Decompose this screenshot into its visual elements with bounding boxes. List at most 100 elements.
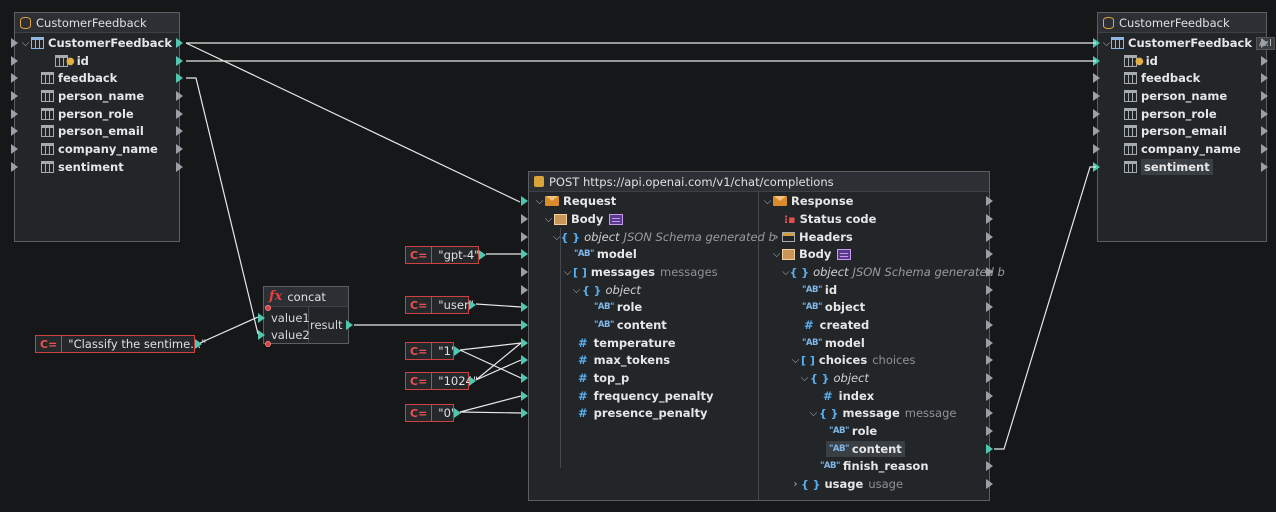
target-root-row[interactable]: ⌵ CustomerFeedback A:I bbox=[1089, 34, 1275, 52]
response-usage-row[interactable]: › { } usage usage bbox=[760, 475, 1000, 493]
input-port[interactable] bbox=[1093, 126, 1100, 136]
input-port[interactable] bbox=[11, 126, 18, 136]
chevron-down-icon[interactable]: ⌵ bbox=[808, 408, 819, 419]
output-port[interactable] bbox=[479, 250, 486, 260]
response-choice-object-row[interactable]: ⌵ { } object bbox=[760, 369, 1000, 387]
response-model-row[interactable]: "AB" model bbox=[760, 334, 1000, 352]
target-field-row[interactable]: sentiment bbox=[1089, 158, 1275, 176]
output-port[interactable] bbox=[176, 73, 183, 83]
constant-max-tokens[interactable]: C= "1024" bbox=[405, 372, 469, 390]
input-port[interactable] bbox=[11, 144, 18, 154]
input-port[interactable] bbox=[11, 91, 18, 101]
chevron-down-icon[interactable]: ⌵ bbox=[1102, 38, 1111, 49]
response-content-row[interactable]: "AB" content bbox=[760, 440, 1000, 458]
output-port[interactable] bbox=[176, 91, 183, 101]
request-row[interactable]: ⌵ Request bbox=[521, 192, 751, 210]
target-field-row[interactable]: person_email bbox=[1089, 122, 1275, 140]
output-port[interactable] bbox=[469, 300, 476, 310]
constant-model[interactable]: C= "gpt-4" bbox=[405, 246, 479, 264]
chevron-down-icon[interactable]: ⌵ bbox=[20, 38, 31, 49]
output-port[interactable] bbox=[986, 444, 993, 454]
input-port[interactable] bbox=[521, 408, 528, 418]
output-port[interactable] bbox=[176, 126, 183, 136]
request-role-row[interactable]: "AB" role bbox=[521, 298, 751, 316]
output-port[interactable] bbox=[1261, 91, 1268, 101]
output-port[interactable] bbox=[986, 391, 993, 401]
chevron-down-icon[interactable]: ⌵ bbox=[553, 232, 561, 243]
input-port[interactable] bbox=[521, 355, 528, 365]
input-port[interactable] bbox=[521, 320, 528, 330]
output-port[interactable] bbox=[1261, 126, 1268, 136]
input-port[interactable] bbox=[521, 285, 528, 295]
source-title-bar[interactable]: CustomerFeedback bbox=[15, 13, 179, 33]
input-port[interactable] bbox=[521, 196, 528, 206]
output-port[interactable] bbox=[986, 461, 993, 471]
schema-icon[interactable] bbox=[837, 249, 851, 260]
input-port[interactable] bbox=[11, 73, 18, 83]
output-port[interactable] bbox=[986, 426, 993, 436]
input-port[interactable] bbox=[521, 338, 528, 348]
input-port[interactable] bbox=[521, 249, 528, 259]
api-title-bar[interactable]: POST https://api.openai.com/v1/chat/comp… bbox=[529, 172, 989, 192]
input-port[interactable] bbox=[11, 162, 18, 172]
target-field-row[interactable]: person_name bbox=[1089, 87, 1275, 105]
request-presence-penalty-row[interactable]: # presence_penalty bbox=[521, 404, 751, 422]
output-port[interactable] bbox=[1261, 73, 1268, 83]
request-model-row[interactable]: "AB" model bbox=[521, 245, 751, 263]
constant-role[interactable]: C= "user" bbox=[405, 296, 469, 314]
output-port[interactable] bbox=[986, 267, 993, 277]
input-port[interactable] bbox=[1093, 91, 1100, 101]
input-port[interactable] bbox=[521, 302, 528, 312]
chevron-down-icon[interactable]: ⌵ bbox=[543, 214, 554, 225]
request-temperature-row[interactable]: # temperature bbox=[521, 334, 751, 352]
chevron-down-icon[interactable]: ⌵ bbox=[790, 355, 801, 366]
output-port[interactable] bbox=[986, 196, 993, 206]
response-created-row[interactable]: # created bbox=[760, 316, 1000, 334]
output-port[interactable] bbox=[176, 109, 183, 119]
request-object-row[interactable]: ⌵ { } object JSON Schema generated b bbox=[521, 228, 761, 246]
input-port[interactable] bbox=[521, 232, 528, 242]
request-msg-object-row[interactable]: ⌵ { } object bbox=[521, 281, 751, 299]
input-port[interactable] bbox=[258, 330, 265, 340]
output-port[interactable] bbox=[986, 285, 993, 295]
output-port[interactable] bbox=[176, 144, 183, 154]
chevron-down-icon[interactable]: ⌵ bbox=[562, 267, 573, 278]
response-finish-reason-row[interactable]: "AB" finish_reason bbox=[760, 457, 1000, 475]
chevron-down-icon[interactable]: ⌵ bbox=[782, 267, 790, 278]
request-top-p-row[interactable]: # top_p bbox=[521, 369, 751, 387]
output-port[interactable] bbox=[986, 232, 993, 242]
chevron-down-icon[interactable]: ⌵ bbox=[571, 285, 582, 296]
output-port[interactable] bbox=[454, 346, 461, 356]
target-field-row[interactable]: ● id bbox=[1089, 52, 1275, 70]
output-port[interactable] bbox=[195, 339, 202, 349]
output-port[interactable] bbox=[1261, 144, 1268, 154]
chevron-down-icon[interactable]: ⌵ bbox=[799, 373, 810, 384]
source-field-row[interactable]: feedback bbox=[8, 69, 188, 87]
input-port[interactable] bbox=[521, 373, 528, 383]
concat-input-row[interactable]: value1 bbox=[258, 309, 318, 327]
source-field-row[interactable]: person_name bbox=[8, 87, 188, 105]
schema-icon[interactable] bbox=[609, 214, 623, 225]
output-port[interactable] bbox=[986, 355, 993, 365]
input-port[interactable] bbox=[1093, 162, 1100, 172]
output-port[interactable] bbox=[986, 408, 993, 418]
output-port[interactable] bbox=[176, 38, 183, 48]
constant-temperature[interactable]: C= "1" bbox=[405, 342, 454, 360]
target-field-row[interactable]: person_role bbox=[1089, 105, 1275, 123]
response-id-row[interactable]: "AB" id bbox=[760, 281, 1000, 299]
add-input-icon[interactable] bbox=[265, 341, 271, 347]
request-messages-row[interactable]: ⌵ [ ] messages messages bbox=[521, 263, 751, 281]
request-frequency-penalty-row[interactable]: # frequency_penalty bbox=[521, 387, 751, 405]
output-port[interactable] bbox=[469, 376, 476, 386]
input-port[interactable] bbox=[1093, 109, 1100, 119]
response-message-row[interactable]: ⌵ { } message message bbox=[760, 404, 1000, 422]
source-field-row[interactable]: person_role bbox=[8, 105, 188, 123]
source-field-row[interactable]: company_name bbox=[8, 140, 188, 158]
concat-output-row[interactable]: result bbox=[310, 316, 360, 334]
request-body-row[interactable]: ⌵ Body bbox=[521, 210, 751, 228]
chevron-right-icon[interactable]: › bbox=[790, 479, 801, 490]
selected-field[interactable]: "AB" content bbox=[826, 441, 905, 457]
output-port[interactable] bbox=[176, 56, 183, 66]
request-max-tokens-row[interactable]: # max_tokens bbox=[521, 351, 751, 369]
output-port[interactable] bbox=[1261, 162, 1268, 172]
